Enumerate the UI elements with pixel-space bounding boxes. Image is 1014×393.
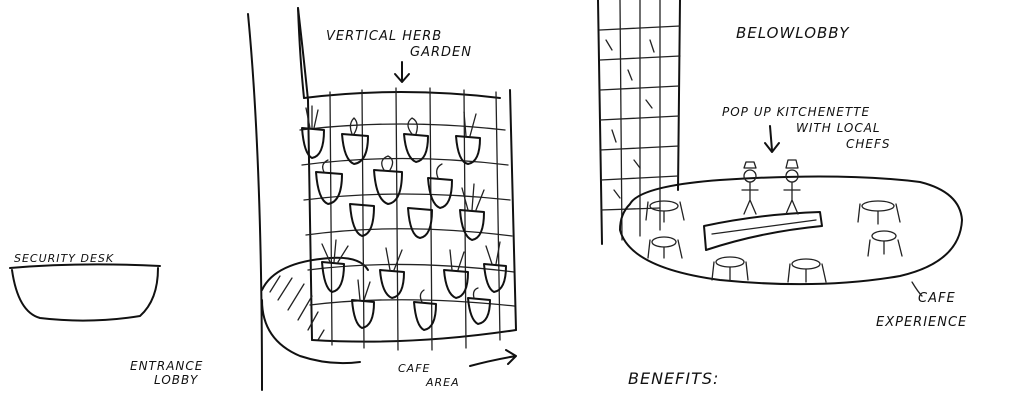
- herb-planter: [427, 163, 453, 209]
- herb-planter: [321, 239, 349, 293]
- herb-planter: [341, 117, 369, 165]
- herb-planter: [407, 207, 433, 239]
- arrow-down-icon: [394, 61, 410, 83]
- herb-planter: [349, 203, 375, 237]
- chef-figure: [783, 159, 801, 215]
- cafe-tower-edge: [597, 0, 681, 245]
- benefits-label: BENEFITS:: [628, 369, 719, 388]
- herb-planter: [351, 279, 375, 329]
- cafe-table: [857, 200, 901, 225]
- herb-planter: [403, 117, 429, 163]
- vertical-herb-garden-label-line-1: VERTICAL HERB: [326, 29, 442, 44]
- herb-planter: [443, 249, 469, 299]
- herb-planter: [459, 183, 485, 241]
- herb-planter: [413, 289, 437, 331]
- herb-planter: [467, 287, 491, 325]
- cafe-table: [647, 236, 683, 259]
- pop-up-kitchenette-label-line-1: POP UP KITCHENETTE: [722, 105, 870, 119]
- herb-planter: [315, 159, 343, 205]
- column-tower: [247, 7, 369, 391]
- arrow-down-icon: [764, 125, 780, 153]
- kitchenette-counter: [703, 211, 823, 251]
- cafe-area-label-line-2: AREA: [425, 376, 460, 389]
- pop-up-kitchenette-label-line-3: CHEFS: [846, 137, 891, 151]
- entrance-lobby-label-line-2: LOBBY: [154, 373, 199, 387]
- herb-planter: [455, 111, 481, 165]
- cafe-table: [711, 256, 749, 281]
- herb-planter: [379, 247, 405, 299]
- cafe-table: [787, 258, 827, 283]
- herb-planter: [301, 105, 325, 159]
- cafe-experience-label-line-1: CAFE: [918, 291, 956, 306]
- chef-figure: [741, 161, 759, 215]
- security-desk-label: SECURITY DESK: [14, 252, 114, 265]
- herb-planter: [483, 241, 507, 293]
- arrow-right-icon: [469, 349, 517, 367]
- entrance-lobby-label-line-1: ENTRANCE: [130, 359, 203, 373]
- cafe-table: [867, 230, 903, 257]
- cafe-table: [645, 200, 685, 223]
- security-desk: [9, 263, 161, 322]
- pop-up-kitchenette-label-line-2: WITH LOCAL: [796, 121, 881, 135]
- herb-garden-wall: [299, 87, 517, 351]
- cafe-area-label-line-1: CAFE: [398, 362, 430, 375]
- below-lobby-label: BELOWLOBBY: [736, 24, 850, 42]
- herb-planter: [373, 155, 403, 205]
- cafe-experience-label-line-2: EXPERIENCE: [876, 315, 967, 330]
- callout-line: [911, 281, 923, 297]
- vertical-herb-garden-label-line-2: GARDEN: [410, 45, 472, 60]
